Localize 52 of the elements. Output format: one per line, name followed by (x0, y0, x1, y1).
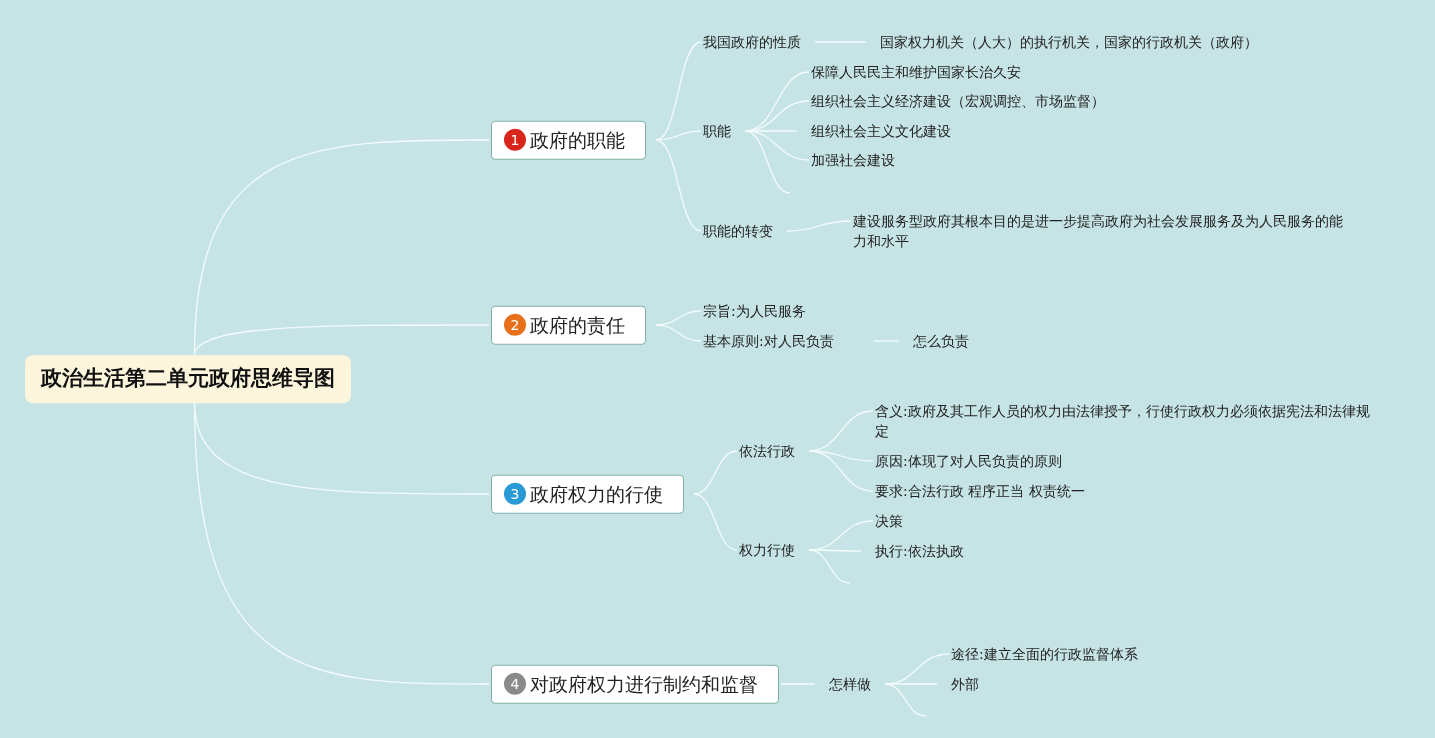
subtopic-text: 国家权力机关（人大）的执行机关，国家的行政机关（政府） (880, 32, 1258, 52)
topic-title: 政府的责任 (530, 312, 625, 338)
subtopic-text: 怎样做 (829, 674, 871, 694)
number-badge: 3 (504, 483, 526, 505)
subtopic-text: 执行:依法执政 (875, 541, 964, 561)
subtopic-text: 依法行政 (739, 441, 795, 461)
subtopic-text: 加强社会建设 (811, 150, 895, 170)
branch-line (193, 402, 490, 685)
subtopic-text: 组织社会主义文化建设 (811, 121, 951, 141)
branch-line (884, 683, 938, 685)
branch-line (780, 683, 816, 685)
number-badge: 2 (504, 314, 526, 336)
branch-line (808, 549, 851, 584)
branch-line (808, 450, 874, 462)
branch-line (808, 450, 874, 492)
subtopic-text: 我国政府的性质 (703, 32, 801, 52)
branch-line (693, 493, 738, 551)
subtopic-text: 怎么负责 (913, 331, 969, 351)
subtopic-text: 权力行使 (739, 540, 795, 560)
subtopic-text: 宗旨:为人民服务 (703, 301, 806, 321)
branch-line (693, 450, 738, 495)
topic-box (491, 120, 646, 160)
subtopic-text: 含义:政府及其工作人员的权力由法律授予，行使行政权力必须依据宪法和法律规定 (875, 401, 1381, 441)
subtopic-text: 保障人民民主和维护国家长治久安 (811, 62, 1021, 82)
subtopic-text: 基本原则:对人民负责 (703, 331, 834, 351)
subtopic-text: 职能 (703, 121, 731, 141)
number-badge: 4 (504, 673, 526, 695)
branch-line (884, 683, 927, 717)
subtopic-text: 外部 (951, 674, 979, 694)
topic-box (491, 305, 646, 345)
central-topic-box: 政治生活第二单元政府思维导图 (25, 355, 351, 403)
subtopic-text: 途径:建立全面的行政监督体系 (951, 644, 1138, 664)
branch-line (655, 139, 702, 232)
subtopic-text: 决策 (875, 511, 903, 531)
branch-line (193, 324, 490, 356)
branch-line (655, 324, 702, 342)
subtopic-text: 建设服务型政府其根本目的是进一步提高政府为社会发展服务及为人民服务的能力和水平 (853, 211, 1350, 251)
number-badge: 1 (504, 129, 526, 151)
branch-line (744, 130, 810, 161)
branch-line (808, 549, 862, 552)
topic-box (491, 664, 779, 704)
topic-title: 政府权力的行使 (530, 481, 663, 507)
subtopic-text: 组织社会主义经济建设（宏观调控、市场监督） (811, 91, 1105, 111)
subtopic-text: 职能的转变 (703, 221, 773, 241)
branch-line (655, 310, 702, 326)
topic-title: 对政府权力进行制约和监督 (530, 671, 758, 697)
branch-line (786, 220, 852, 232)
subtopic-text: 原因:体现了对人民负责的原则 (875, 451, 1062, 471)
topic-title: 政府的职能 (530, 127, 625, 153)
subtopic-text: 要求:合法行政 程序正当 权责统一 (875, 481, 1085, 501)
topic-box (491, 474, 684, 514)
branch-line (814, 41, 867, 43)
